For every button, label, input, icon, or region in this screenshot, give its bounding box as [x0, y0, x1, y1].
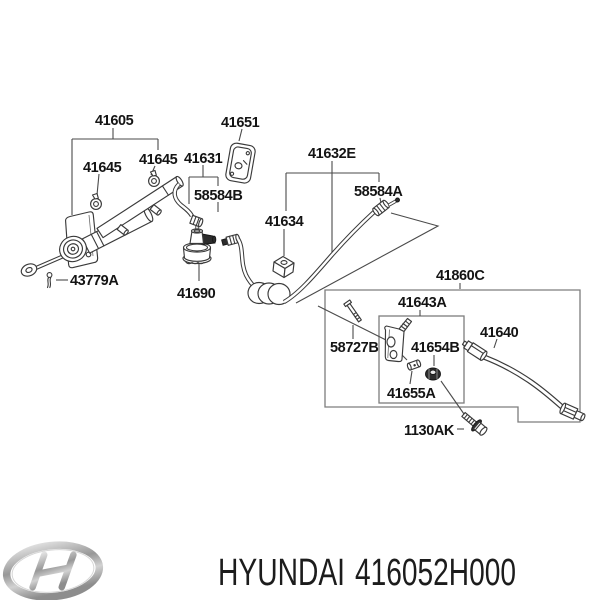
part-label-58584A: 58584A — [354, 184, 403, 200]
master-cylinder-drawing — [20, 175, 184, 277]
footer: HYUNDAI 416052H000 — [2, 541, 516, 600]
damper-drawing-41690 — [182, 228, 217, 265]
clamp-drawing-41634 — [272, 255, 295, 279]
bolt-drawing-1130AK — [461, 411, 488, 436]
part-label-41645-left: 41645 — [83, 160, 122, 176]
part-label-41645-right: 41645 — [139, 152, 178, 168]
part-labels: 41605 41645 41645 41631 41651 58584B 416… — [70, 113, 519, 439]
hyundai-logo-icon — [2, 541, 104, 600]
part-label-41655A: 41655A — [387, 386, 436, 402]
tube-start-fitting — [221, 233, 241, 246]
part-label-41654B: 41654B — [411, 340, 459, 356]
hose-drawing-41631 — [172, 182, 204, 231]
port-stub — [149, 204, 162, 216]
part-label-41651: 41651 — [221, 115, 260, 131]
part-label-41643A: 41643A — [398, 295, 447, 311]
pin-drawing-43779A — [46, 272, 53, 289]
part-code: 416052H000 — [355, 552, 516, 594]
hose-upper-fitting — [461, 340, 488, 361]
part-label-41690: 41690 — [177, 286, 216, 302]
part-label-41640: 41640 — [480, 325, 519, 341]
bracket-drawing-41643A — [384, 317, 413, 363]
sleeve-drawing-41655A — [406, 359, 422, 371]
union-drawing-58584A — [372, 199, 390, 217]
brand-name: HYUNDAI — [218, 552, 345, 594]
part-label-1130AK: 1130AK — [404, 423, 455, 439]
part-label-41632E: 41632E — [308, 146, 356, 162]
tube-drawing-41632E — [221, 197, 400, 306]
screw-drawing-58727B — [343, 299, 362, 323]
part-label-41605: 41605 — [95, 113, 134, 129]
hose-drawing-41640 — [461, 340, 586, 422]
part-label-41860C: 41860C — [436, 268, 485, 284]
part-label-43779A: 43779A — [70, 273, 119, 289]
bracket-box-41643A — [378, 315, 465, 404]
port-stub — [116, 224, 129, 236]
clip-drawing-41645-right — [148, 169, 160, 187]
leader-lines — [56, 128, 498, 430]
pointer-lines — [295, 212, 440, 347]
gasket-drawing-41651 — [225, 142, 256, 184]
clip-drawing-41645-left — [90, 192, 102, 210]
grommet-drawing-41654B — [425, 367, 441, 381]
part-label-41634: 41634 — [265, 214, 304, 230]
part-label-58584B: 58584B — [194, 188, 242, 204]
part-label-58727B: 58727B — [330, 340, 378, 356]
hose-end-fitting — [559, 402, 586, 422]
union-drawing-58584B — [189, 214, 204, 228]
kit-box-41860C — [324, 289, 581, 423]
part-label-41631: 41631 — [184, 151, 223, 167]
